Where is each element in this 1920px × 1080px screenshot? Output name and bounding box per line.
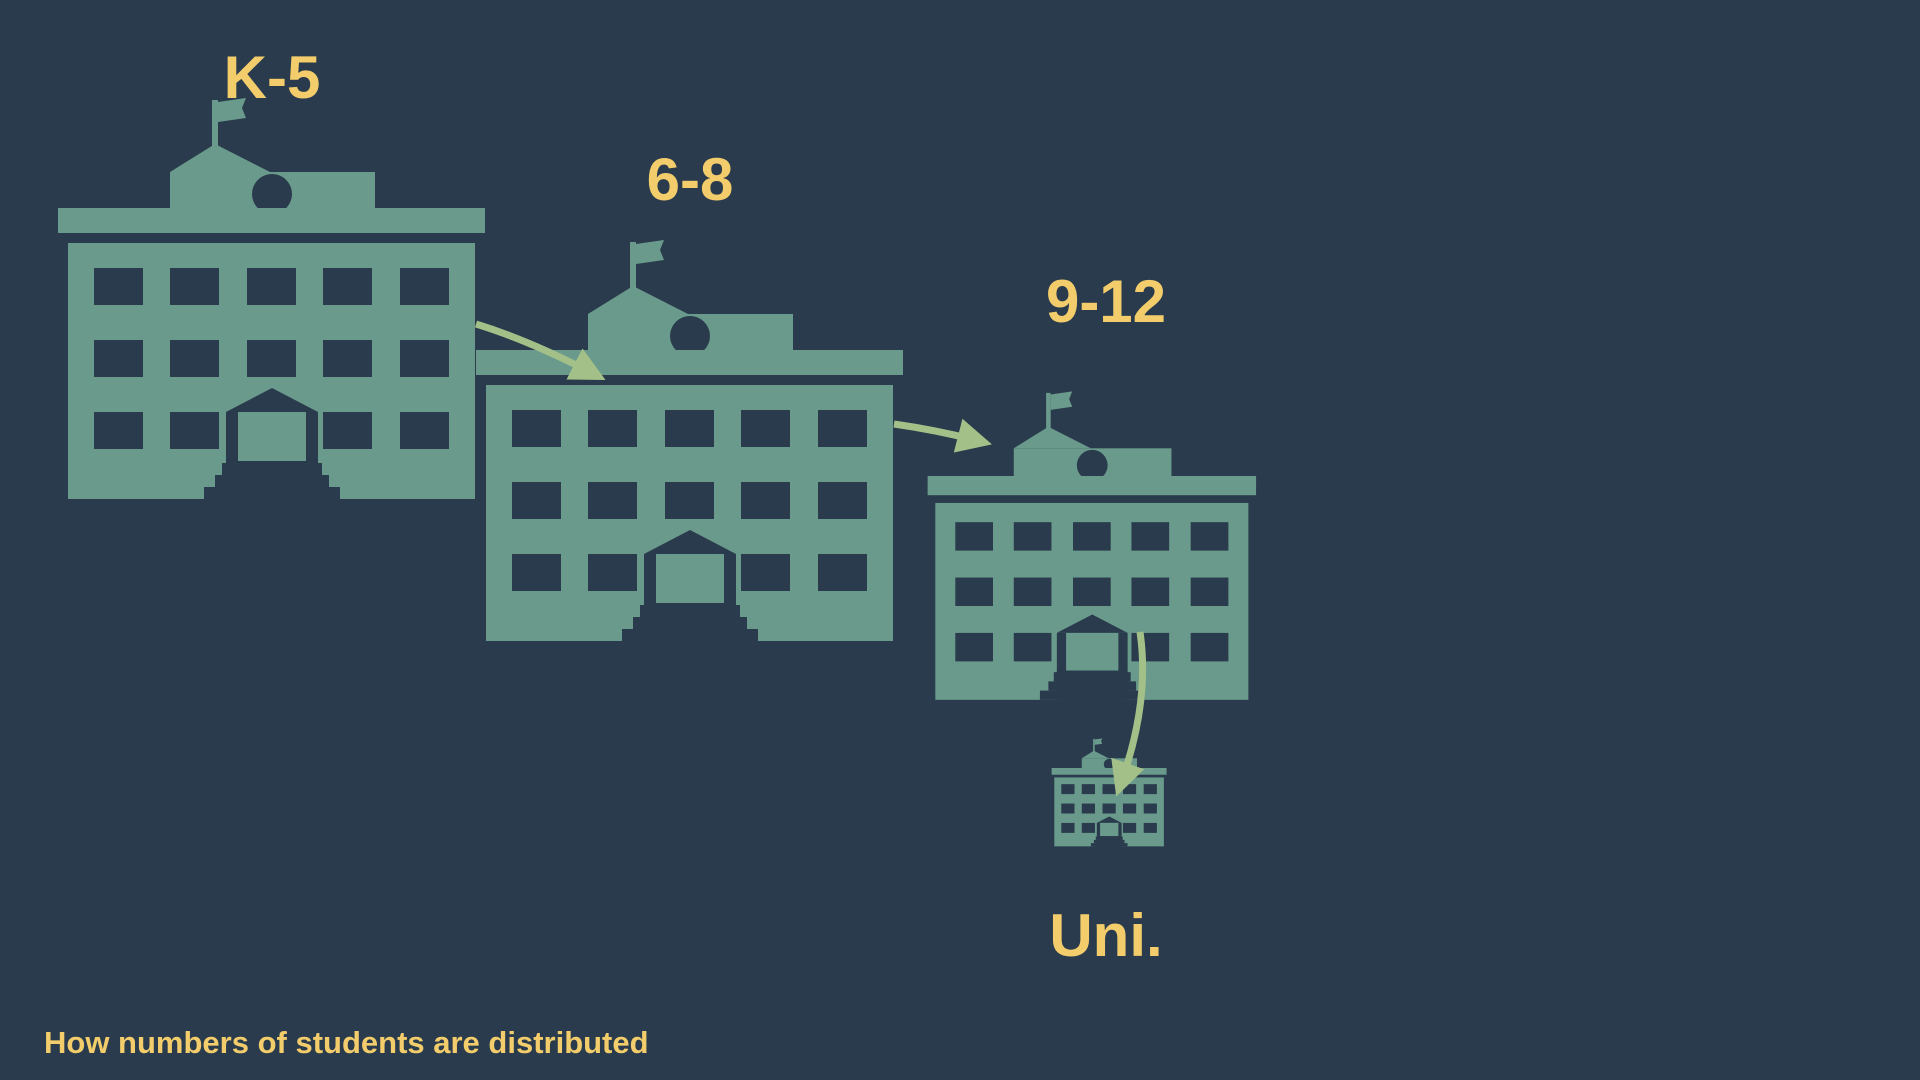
arrow-high-to-university xyxy=(1111,631,1147,797)
middle-school-label: 6-8 xyxy=(646,146,734,213)
high-school-label: 9-12 xyxy=(1045,268,1167,335)
arrow-middle-to-high xyxy=(893,418,992,453)
university-label: Uni. xyxy=(1049,902,1163,969)
caption: How numbers of students are distributed xyxy=(44,1025,649,1060)
k5-label: K-5 xyxy=(223,44,321,111)
arrow-k5-to-middle xyxy=(474,320,606,381)
